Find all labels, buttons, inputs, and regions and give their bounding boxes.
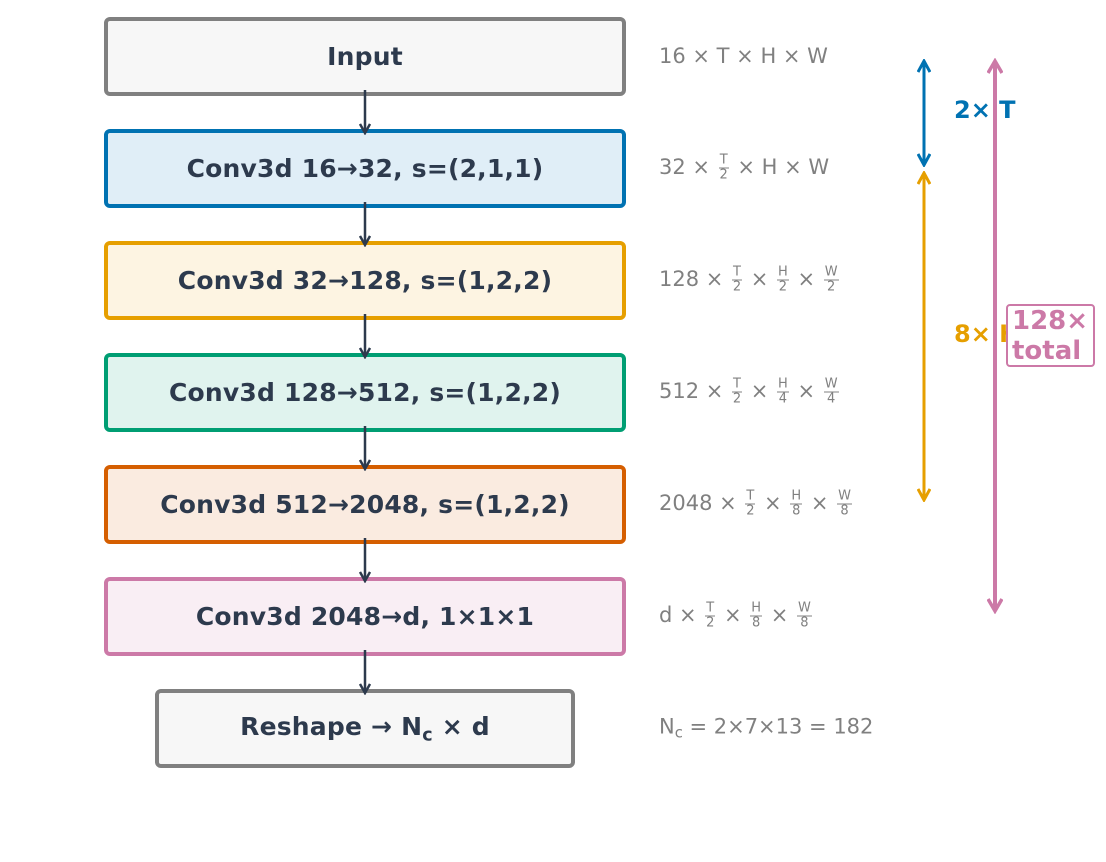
total-label-box: 128× total	[1006, 304, 1095, 367]
reshape-box: Reshape → Nc × d	[155, 689, 575, 768]
conv5-label: Conv3d 2048→d, 1×1×1	[195, 602, 535, 631]
reshape-label: Reshape → Nc × d	[240, 711, 490, 746]
conv3-box: Conv3d 128→512, s=(1,2,2)	[104, 353, 626, 432]
input-label: Input	[327, 42, 403, 71]
total-label-line1: 128×	[1012, 306, 1089, 336]
shape-input: 16 × T × H × W	[659, 44, 828, 68]
input-box: Input	[104, 17, 626, 96]
total-label-line2: total	[1012, 336, 1082, 366]
conv4-label: Conv3d 512→2048, s=(1,2,2)	[160, 490, 570, 519]
conv3-label: Conv3d 128→512, s=(1,2,2)	[169, 378, 561, 407]
conv1-label: Conv3d 16→32, s=(2,1,1)	[186, 154, 544, 183]
conv5-box: Conv3d 2048→d, 1×1×1	[104, 577, 626, 656]
conv2-box: Conv3d 32→128, s=(1,2,2)	[104, 241, 626, 320]
conv2-label: Conv3d 32→128, s=(1,2,2)	[177, 266, 553, 295]
temporal-label: 2× T	[954, 96, 1016, 124]
shape-reshape: Nc = 2×7×13 = 182	[659, 714, 874, 742]
